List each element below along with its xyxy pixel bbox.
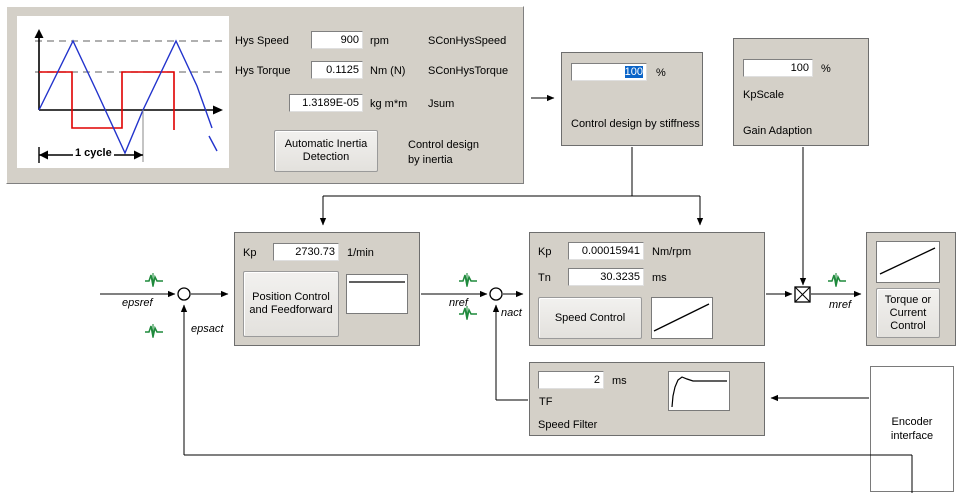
kpscale-unit: % [821, 63, 831, 75]
position-kp-unit: 1/min [347, 247, 374, 259]
hysteresis-panel: 1 cycle Hys Speed 900 rpm SConHysSpeed H… [6, 6, 524, 184]
gain-adaption-caption: Gain Adaption [743, 125, 813, 137]
signal-label-epsact: epsact [191, 323, 224, 335]
hysteresis-chart: 1 cycle [17, 16, 229, 168]
automatic-inertia-detection-button[interactable]: Automatic Inertia Detection [274, 130, 378, 172]
torque-current-control-panel: Torque or Current Control [866, 232, 956, 346]
speed-tn-label: Tn [538, 272, 551, 284]
hys-speed-unit: rpm [370, 35, 389, 47]
signal-label-mref: mref [829, 299, 851, 311]
speed-kp-unit: Nm/rpm [652, 246, 692, 258]
speed-control-plot-icon[interactable] [651, 297, 713, 339]
ramp-plot-icon [653, 303, 710, 332]
speed-control-button[interactable]: Speed Control [538, 297, 642, 339]
position-kp-input[interactable]: 2730.73 [273, 243, 339, 261]
speed-tn-input[interactable]: 30.3235 [568, 268, 644, 286]
position-control-button[interactable]: Position Control and Feedforward [243, 271, 339, 337]
signal-label-nref: nref [449, 297, 468, 309]
stiffness-caption: Control design by stiffness [571, 118, 700, 130]
ramp-plot-icon [879, 247, 936, 275]
hys-speed-label: Hys Speed [235, 35, 289, 47]
speed-filter-panel: 2 ms TF Speed Filter [529, 362, 765, 436]
hys-torque-unit: Nm (N) [370, 65, 406, 77]
inertia-button-line2: Detection [302, 151, 350, 163]
torque-button-line3: Control [890, 319, 926, 332]
encoder-line2: interface [890, 430, 934, 442]
torque-current-control-button[interactable]: Torque or Current Control [876, 288, 940, 338]
hysteresis-chart-svg [34, 29, 223, 163]
gain-adaption-panel: 100 % KpScale Gain Adaption [733, 38, 869, 146]
hys-torque-label: Hys Torque [235, 65, 291, 77]
speed-tn-unit: ms [652, 272, 667, 284]
hys-speed-input[interactable]: 900 [311, 31, 363, 49]
position-kp-label: Kp [243, 247, 257, 259]
control-design-by-inertia-caption-line2: by inertia [408, 154, 453, 166]
signal-label-nact: nact [501, 307, 522, 319]
torque-button-line1: Torque or [884, 293, 932, 306]
position-control-button-line1: Position Control [252, 291, 330, 303]
stiffness-unit: % [656, 67, 666, 79]
stiffness-input-value: 100 [624, 66, 643, 78]
kpscale-input[interactable]: 100 [743, 59, 813, 77]
step-plot-icon [349, 281, 405, 283]
position-control-panel: Kp 2730.73 1/min Position Control and Fe… [234, 232, 420, 346]
hys-speed-param: SConHysSpeed [428, 35, 507, 47]
control-design-by-stiffness-panel: 100 % Control design by stiffness [561, 52, 703, 146]
jsum-param: Jsum [428, 98, 455, 110]
torque-button-line2: Current [889, 306, 927, 319]
hys-torque-input[interactable]: 0.1125 [311, 61, 363, 79]
speed-kp-input[interactable]: 0.00015941 [568, 242, 644, 260]
scope-icon-epsact[interactable] [143, 323, 165, 339]
scope-icon-epsref[interactable] [143, 272, 165, 288]
scope-icon-nref[interactable] [457, 272, 479, 288]
position-control-button-line2: and Feedforward [249, 304, 333, 316]
speed-control-button-label: Speed Control [554, 311, 626, 324]
speed-control-panel: Kp 0.00015941 Nm/rpm Tn 30.3235 ms Speed… [529, 232, 765, 346]
inertia-button-line1: Automatic Inertia [284, 138, 368, 150]
scope-icon-mref[interactable] [826, 272, 848, 288]
step-response-icon [671, 376, 727, 408]
speed-filter-plot-icon[interactable] [668, 371, 730, 411]
speed-kp-label: Kp [538, 246, 552, 258]
control-design-by-inertia-caption-line1: Control design [408, 139, 479, 151]
speed-filter-tf-label: TF [539, 396, 553, 408]
stiffness-input[interactable]: 100 [571, 63, 647, 81]
speed-filter-caption: Speed Filter [538, 419, 598, 431]
jsum-input[interactable]: 1.3189E-05 [289, 94, 363, 112]
encoder-line1: Encoder [891, 416, 933, 428]
hys-torque-param: SConHysTorque [428, 65, 509, 77]
cycle-caption: 1 cycle [73, 147, 114, 160]
speed-filter-tf-input[interactable]: 2 [538, 371, 604, 389]
signal-label-epsref: epsref [122, 297, 153, 309]
speed-filter-unit: ms [612, 375, 627, 387]
kpscale-label: KpScale [743, 89, 784, 101]
scope-icon-nact[interactable] [457, 305, 479, 321]
position-control-plot-icon[interactable] [346, 274, 408, 314]
jsum-unit: kg m*m [370, 98, 408, 110]
torque-control-plot-icon[interactable] [876, 241, 940, 283]
